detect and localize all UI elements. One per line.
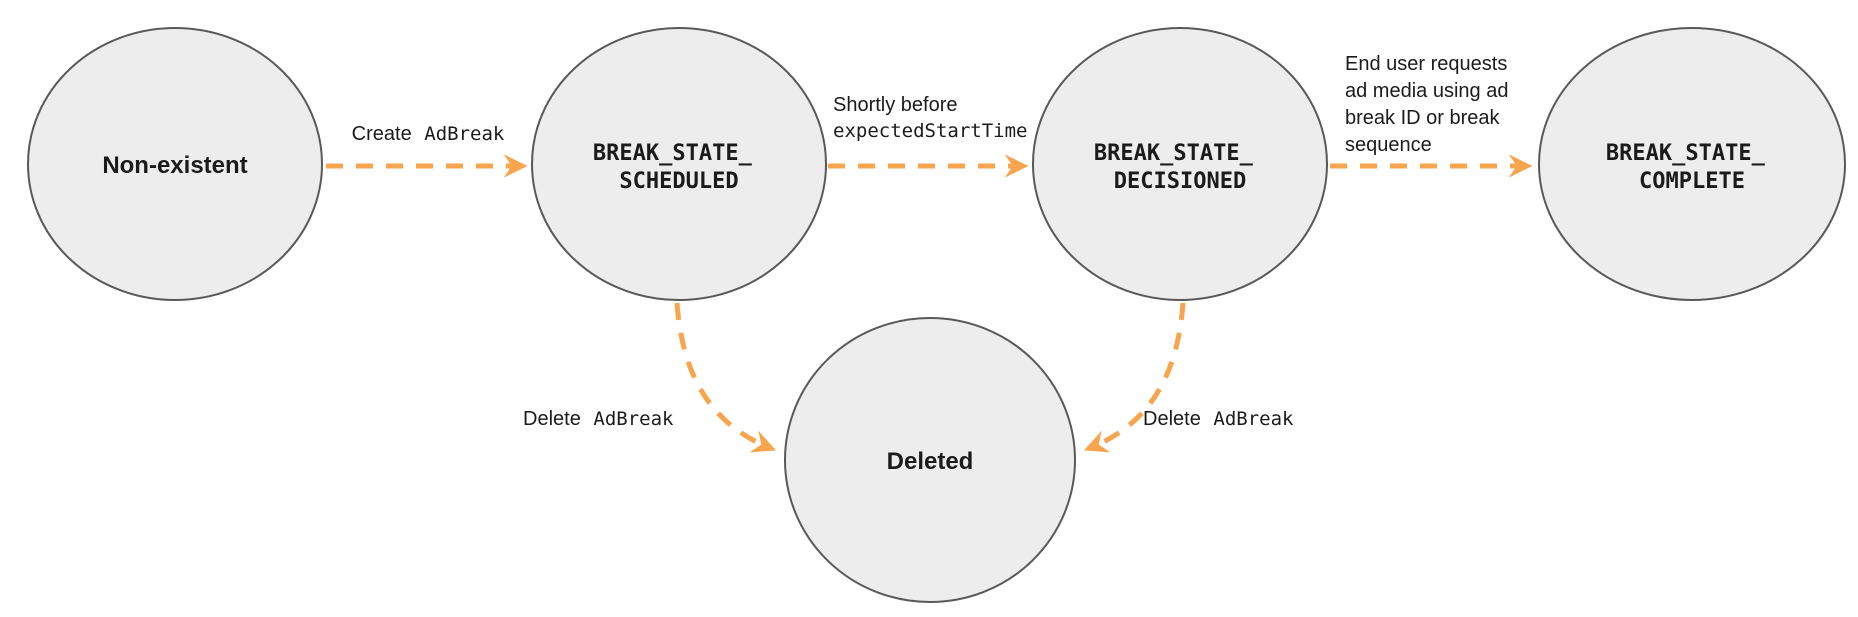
- state-label-break-state-complete: BREAK_STATE_ COMPLETE: [1606, 141, 1778, 194]
- state-label-non-existent: Non-existent: [102, 152, 247, 179]
- arrow-delete-adbreak-right: [1083, 302, 1186, 453]
- edge-label-shortly-before: Shortly before expectedStartTime: [833, 94, 1027, 142]
- state-node-deleted: [784, 317, 1076, 603]
- arrow-delete-adbreak-left: [674, 302, 777, 453]
- edge-label-delete-adbreak-left: Delete AdBreak: [523, 408, 674, 430]
- state-label-break-state-decisioned: BREAK_STATE_ DECISIONED: [1094, 141, 1266, 194]
- state-node-non-existent: [27, 27, 323, 301]
- state-node-break-state-scheduled: [531, 27, 827, 301]
- edge-label-end-user-request: End user requests ad media using ad brea…: [1345, 53, 1514, 156]
- edge-label-create-adbreak: Create AdBreak: [352, 123, 505, 145]
- state-node-break-state-decisioned: [1032, 27, 1328, 301]
- edge-label-delete-adbreak-right: Delete AdBreak: [1143, 408, 1294, 430]
- state-node-break-state-complete: [1538, 27, 1846, 301]
- state-label-break-state-scheduled: BREAK_STATE_ SCHEDULED: [593, 141, 765, 194]
- state-label-deleted: Deleted: [887, 448, 974, 475]
